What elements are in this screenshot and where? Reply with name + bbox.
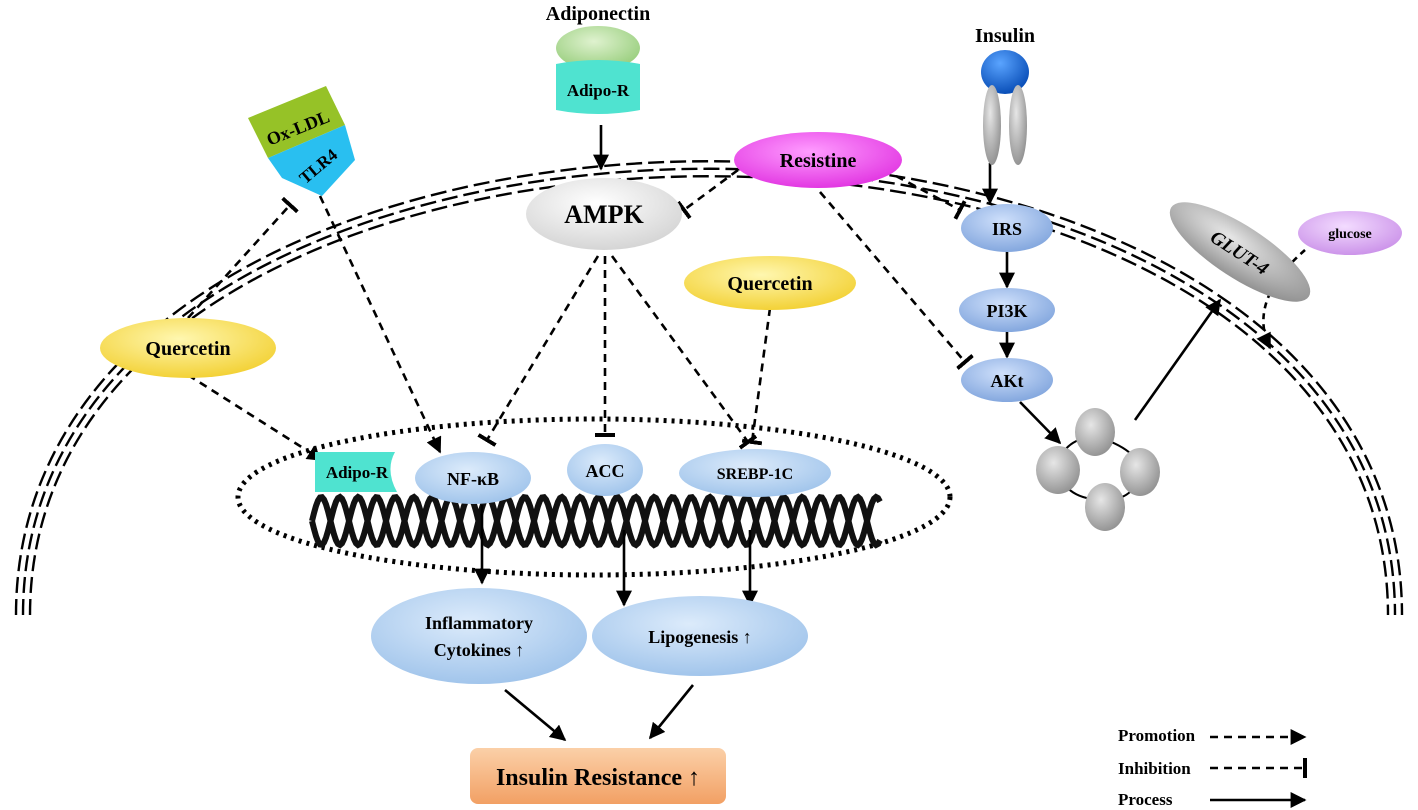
glut4-vesicle-cluster [1036,408,1160,531]
dna-strand [309,493,883,549]
inhibit-ampk-to-srebp [610,255,758,450]
vesicle-protein-left [1036,446,1080,494]
arrow-akt-to-vesicle [1019,401,1062,445]
irs-label: IRS [992,219,1022,239]
cell-membrane [14,160,1404,616]
legend-promotion-label: Promotion [1118,726,1196,745]
vesicle-protein-bottom [1085,483,1125,531]
adipo-r-membrane-receptor [556,60,640,114]
inhibit-resistine-to-ampk [676,168,739,220]
pi3k-node [959,288,1055,332]
insulin-ligand [981,50,1029,94]
ampk-node [526,178,682,250]
acc-node [567,444,643,496]
adiponectin-ligand [556,26,640,70]
acc-label: ACC [586,461,625,481]
insulin-receptor-left [983,85,1001,165]
ampk-label: AMPK [564,200,644,229]
adipo-r-membrane-label: Adipo-R [567,81,630,100]
pi3k-label: PI3K [986,301,1027,321]
legend: Promotion Inhibition Process [1118,726,1307,809]
insulin-resistance-box [470,748,726,804]
inhibit-quercetin-to-srebp [741,307,772,446]
insulin-receptor-right [1009,85,1027,165]
ox-ldl-shape [248,86,345,158]
nucleus-boundary [235,416,953,578]
arrow-vesicle-to-glut4 [1133,298,1222,421]
adiponectin-label: Adiponectin [546,3,650,25]
glut4-transporter [1169,202,1311,302]
akt-node [961,358,1053,402]
vesicle-protein-top [1075,408,1115,456]
vesicle-protein-right [1120,448,1160,496]
nfkb-label: NF-κB [447,469,499,489]
resistine-label: Resistine [780,150,857,172]
inhibit-ampk-to-nfkb [477,255,600,447]
adipo-r-nucleus-label: Adipo-R [326,463,389,482]
cytokines-label-line1: Inflammatory [425,613,533,633]
dna-strand [309,493,883,549]
srebp-node [679,449,831,497]
arrow-cytokines-to-ir [504,689,567,742]
promote-tlr4-to-nfkb [318,195,442,454]
srebp-label: SREBP-1C [717,466,793,483]
quercetin-right-node [684,256,856,310]
irs-node [961,204,1053,252]
glucose-node [1298,211,1402,255]
adipo-r-nuclear-receptor [315,452,397,492]
connectors [187,125,1306,742]
glucose-label: glucose [1328,227,1372,242]
tlr4-shape [268,125,355,196]
akt-label: AKt [991,371,1024,391]
inhibit-resistine-to-akt [819,191,974,371]
resistine-node [734,132,902,188]
promote-quercetin-to-adipor [187,373,324,462]
cytokines-node [371,588,587,684]
quercetin-right-label: Quercetin [727,273,812,295]
inhibit-resistine-to-irs [895,174,967,220]
legend-process-label: Process [1118,790,1173,809]
nfkb-node [415,452,531,504]
lipogenesis-node [592,596,808,676]
insulin-resistance-label: Insulin Resistance ↑ [496,765,700,791]
glucose-entry-path [1256,249,1306,350]
quercetin-left-node [100,318,276,378]
cytokines-label-line2: Cytokines ↑ [434,640,525,660]
insulin-label: Insulin [975,25,1035,47]
quercetin-left-label: Quercetin [145,338,230,360]
arrow-lipogenesis-to-ir [648,684,695,740]
ox-ldl-tlr4-complex: Ox-LDL TLR4 [248,86,355,196]
inhibit-quercetin-to-tlr4 [187,196,299,319]
legend-inhibition-label: Inhibition [1118,759,1191,778]
lipogenesis-label: Lipogenesis ↑ [648,627,752,647]
dna-helix [309,493,883,549]
